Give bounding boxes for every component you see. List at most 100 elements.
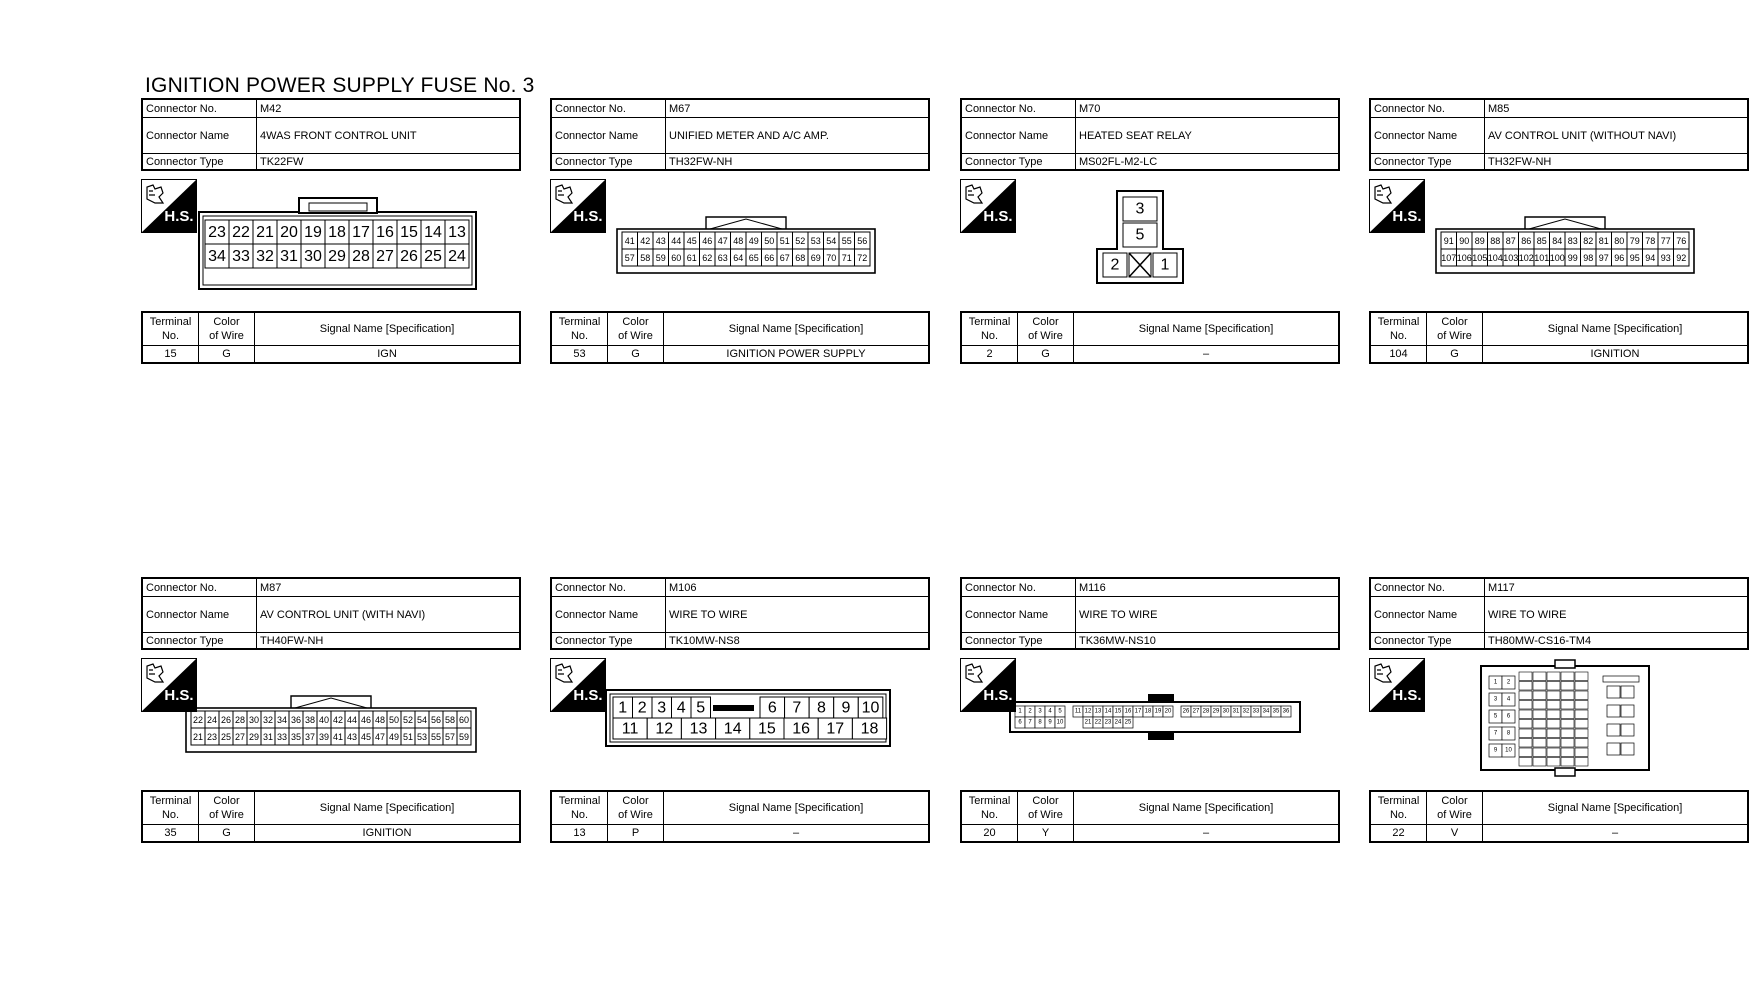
pin-number: 27 — [376, 248, 394, 265]
color-of-wire-header-line2: of Wire — [618, 330, 653, 342]
pin-number: 25 — [221, 732, 231, 742]
wire-color-value: G — [198, 824, 255, 843]
pin-number: 40 — [319, 715, 329, 725]
pin-cell — [444, 243, 470, 269]
pin-number: 51 — [780, 236, 790, 246]
pin-number: 17 — [826, 721, 844, 738]
pin-number: 27 — [1193, 709, 1200, 715]
pin-number: 60 — [671, 253, 681, 263]
signal-name-header: Signal Name [Specification] — [663, 311, 930, 346]
terminal-no-header-line1: Terminal — [968, 316, 1011, 328]
pin-number: 6 — [1507, 714, 1511, 720]
pin-number: 93 — [1661, 253, 1671, 263]
pin-number: 2 — [1111, 257, 1120, 274]
color-of-wire-header-line1: Color — [213, 316, 240, 328]
pin-number: 57 — [625, 253, 635, 263]
pin-number: 21 — [1085, 720, 1092, 726]
pin-number: 10 — [862, 700, 880, 717]
pin-number: 87 — [1506, 236, 1516, 246]
pin-number: 86 — [1521, 236, 1531, 246]
pin-number: 102 — [1519, 253, 1534, 263]
connector-name-value: UNIFIED METER AND A/C AMP. — [665, 117, 930, 154]
terminal-no-header-line1: Terminal — [149, 316, 192, 328]
connector-name-label: Connector Name — [960, 596, 1076, 633]
pin-number: 50 — [389, 715, 399, 725]
signal-name-value: IGNITION POWER SUPPLY — [663, 345, 930, 364]
color-of-wire-header-line1: Color — [622, 795, 649, 807]
pin-number: 58 — [445, 715, 455, 725]
terminal-no-value: 2 — [960, 345, 1018, 364]
pin-number: 58 — [640, 253, 650, 263]
pin-number: 68 — [795, 253, 805, 263]
pin-number: 101 — [1534, 253, 1549, 263]
pin-number: 82 — [1583, 236, 1593, 246]
hs-badge-label: H.S. — [983, 208, 1012, 225]
pin-number: 48 — [375, 715, 385, 725]
terminal-no-header-line1: Terminal — [149, 795, 192, 807]
connector-name-label: Connector Name — [1369, 596, 1485, 633]
terminal-no-header-line2: No. — [570, 330, 589, 342]
pin-number: 20 — [280, 224, 298, 241]
pin-number: 39 — [319, 732, 329, 742]
pin-number: 2 — [638, 700, 647, 717]
pin-number: 29 — [249, 732, 259, 742]
pin-number: 10 — [1505, 748, 1512, 754]
connector-type-label: Connector Type — [141, 153, 257, 171]
pin-number: 50 — [764, 236, 774, 246]
pin-number: 98 — [1583, 253, 1593, 263]
terminal-no-value: 35 — [141, 824, 199, 843]
terminal-no-header-line1: Terminal — [558, 795, 601, 807]
pin-number: 13 — [690, 721, 708, 738]
pin-number: 65 — [749, 253, 759, 263]
pin-number: 33 — [1253, 709, 1260, 715]
pin-number: 22 — [193, 715, 203, 725]
color-of-wire-header-line2: of Wire — [209, 809, 244, 821]
hand-connector-icon — [146, 184, 165, 204]
pin-number: 29 — [1213, 709, 1220, 715]
signal-name-header: Signal Name [Specification] — [1482, 790, 1749, 825]
pin-number: 104 — [1488, 253, 1503, 263]
pin-number: 36 — [1283, 709, 1290, 715]
connector-no-label: Connector No. — [1369, 577, 1485, 597]
hs-badge-label: H.S. — [1392, 687, 1421, 704]
pin-number: 91 — [1444, 236, 1454, 246]
connector-no-value: M70 — [1075, 98, 1340, 118]
hand-connector-icon — [146, 663, 165, 683]
pin-number: 84 — [1552, 236, 1562, 246]
connector-type-value: TH32FW-NH — [665, 153, 930, 171]
pin-number: 9 — [1494, 748, 1498, 754]
pin-number: 28 — [1203, 709, 1210, 715]
connector-type-value: TH32FW-NH — [1484, 153, 1749, 171]
pin-number: 32 — [1243, 709, 1250, 715]
pin-number: 20 — [1165, 709, 1172, 715]
connector-type-label: Connector Type — [960, 153, 1076, 171]
pin-number: 27 — [235, 732, 245, 742]
signal-name-value: IGN — [254, 345, 521, 364]
connector-type-label: Connector Type — [960, 632, 1076, 650]
connector-type-label: Connector Type — [1369, 153, 1485, 171]
hs-badge-icon: H.S. — [1369, 179, 1425, 233]
signal-name-header: Signal Name [Specification] — [1073, 790, 1340, 825]
pin-cell — [456, 727, 472, 746]
connector-type-value: TH40FW-NH — [256, 632, 521, 650]
pin-number: 55 — [431, 732, 441, 742]
pin-number: 14 — [424, 224, 442, 241]
pin-number: 95 — [1630, 253, 1640, 263]
color-of-wire-header-line2: of Wire — [618, 809, 653, 821]
